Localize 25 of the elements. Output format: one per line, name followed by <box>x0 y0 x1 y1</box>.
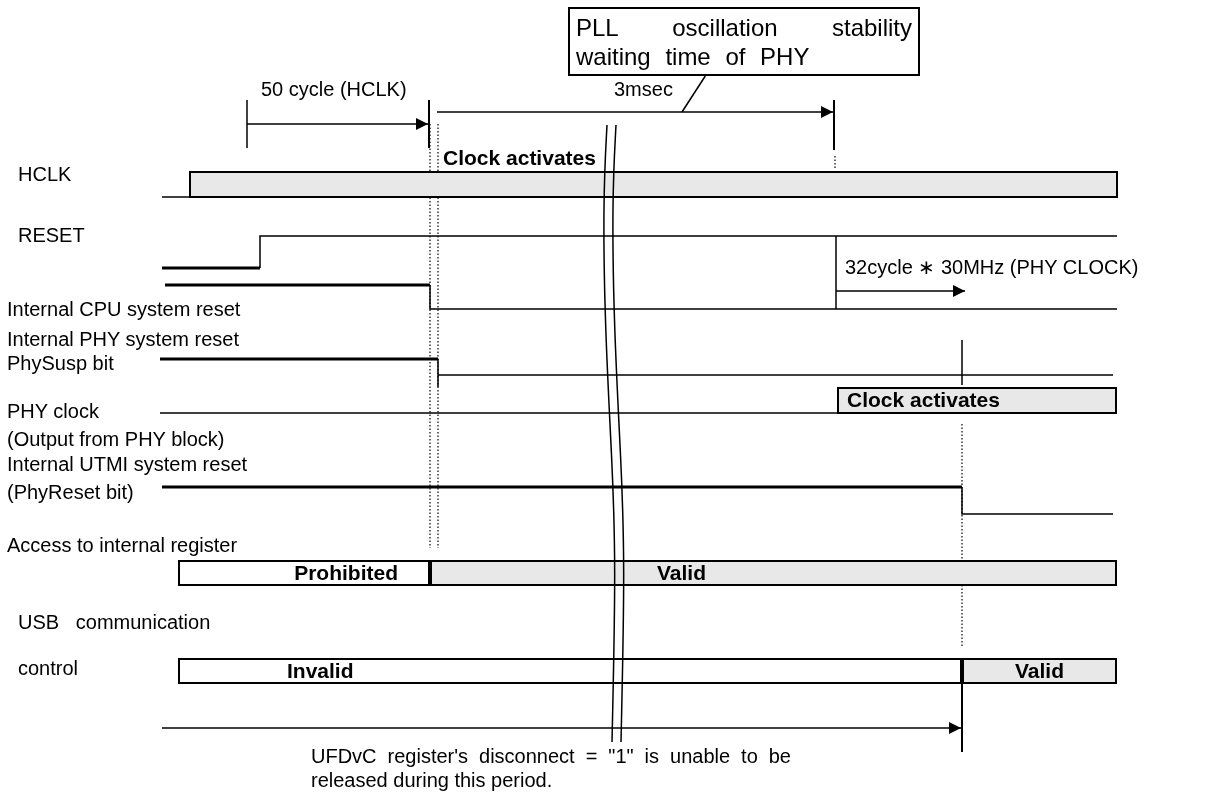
signal-name: USB communication <box>18 611 211 634</box>
signal-name: PhySusp bit <box>7 352 114 375</box>
signal-name: (PhyReset bit) <box>7 481 134 504</box>
clock-bar: Clock activates <box>837 387 1117 414</box>
signal-name: PHY clock <box>7 400 99 423</box>
signal-name: (Output from PHY block) <box>7 428 225 451</box>
state-segment: Prohibited <box>178 560 430 586</box>
state-segment: Valid <box>430 560 1117 586</box>
signal-name: Internal CPU system reset <box>7 298 241 321</box>
state-segment: Valid <box>962 658 1117 684</box>
signal-name: Access to internal register <box>7 534 238 557</box>
dimension-label: 3msec <box>614 78 673 101</box>
state-segment: Invalid <box>178 658 962 684</box>
dimension-label: 50 cycle (HCLK) <box>261 78 407 101</box>
leader-line <box>681 75 707 113</box>
signal-name: HCLK <box>18 163 72 186</box>
signal-name: Internal PHY system reset <box>7 328 239 351</box>
signal-name: RESET <box>18 224 85 247</box>
dimension-label: 32cycle ∗ 30MHz (PHY CLOCK) <box>845 256 1139 279</box>
state-label: Clock activates <box>443 146 596 169</box>
callout-box: PLL oscillation stability waiting time of PHY <box>568 7 920 76</box>
signal-name: Internal UTMI system reset <box>7 453 248 476</box>
dimension-line <box>436 99 835 151</box>
note: UFDvC register's disconnect = "1" is unable to be released during this period. <box>311 744 791 792</box>
signal-name: control <box>18 657 79 680</box>
